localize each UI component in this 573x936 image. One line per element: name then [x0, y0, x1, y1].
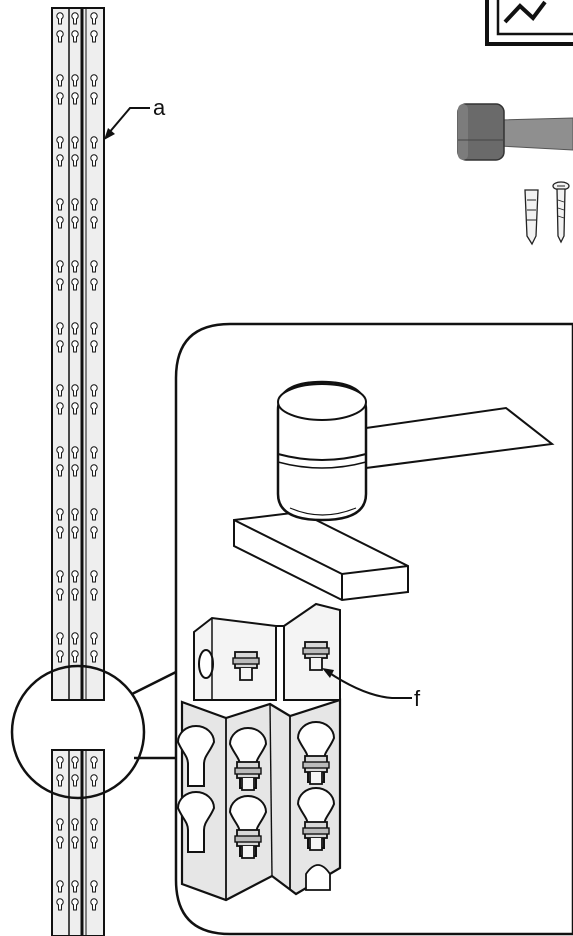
label-f: f: [414, 686, 421, 711]
instruction-page-icon: [485, 0, 573, 46]
callout-a: a: [104, 95, 166, 140]
upright-joint-detail: [177, 602, 342, 902]
upright-post-top: [51, 7, 105, 701]
zoom-circle: [10, 664, 177, 800]
rubber-mallet-icon: [457, 103, 573, 161]
label-a: a: [153, 95, 166, 120]
wall-plug-and-screw-icon: [524, 181, 570, 246]
upright-post-bottom: [51, 749, 105, 936]
callout-f: f: [322, 668, 421, 711]
mallet-on-block: [233, 380, 555, 602]
